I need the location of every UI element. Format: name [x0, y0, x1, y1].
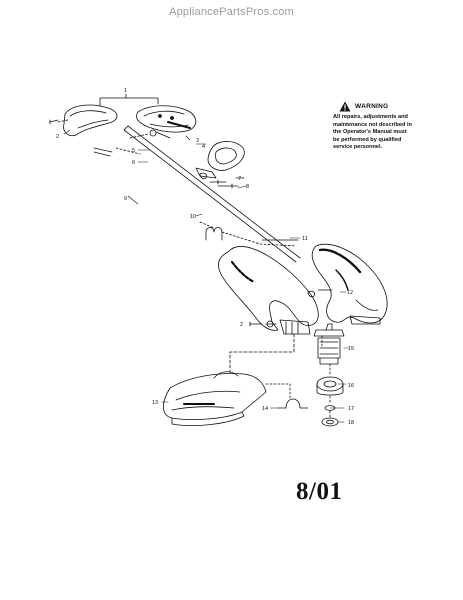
callout-3: 3 — [196, 138, 199, 144]
screw-2-upper — [49, 119, 59, 125]
callout-4: 4 — [202, 144, 205, 150]
callout-2-upper: 2 — [56, 134, 59, 140]
callout-6: 6 — [132, 160, 135, 166]
callout-14: 14 — [262, 406, 268, 412]
callout-16: 16 — [348, 383, 354, 389]
clip-10 — [205, 227, 223, 241]
warning-line: the Operator's Manual must — [333, 129, 407, 136]
callout-13: 13 — [152, 400, 158, 406]
clip-5 — [93, 147, 113, 157]
warning-box: WARNING All repairs, adjustments and mai… — [333, 101, 453, 152]
callout-line-1 — [99, 97, 159, 107]
warning-text: All repairs, adjustments and maintenance… — [333, 114, 453, 152]
date-code: 8/01 — [296, 478, 343, 505]
spool — [316, 376, 344, 396]
guard — [163, 371, 267, 426]
warning-line: service personnel. — [333, 144, 383, 151]
callout-5: 5 — [132, 148, 135, 154]
callout-9: 9 — [124, 196, 127, 202]
spool-cap — [321, 417, 339, 427]
warning-line: All repairs, adjustments and — [333, 114, 408, 120]
callout-1: 1 — [124, 88, 127, 94]
callout-18: 18 — [348, 420, 354, 426]
callout-7: 7 — [238, 176, 241, 182]
callout-8: 8 — [246, 184, 249, 190]
callout-2-lower: 2 — [240, 322, 243, 328]
warning-triangle-icon — [339, 101, 351, 112]
auxiliary-handle — [195, 141, 245, 179]
main-shaft — [123, 125, 301, 263]
warning-title: WARNING — [355, 103, 389, 110]
callout-15: 15 — [348, 346, 354, 352]
callout-17: 17 — [348, 406, 354, 412]
warning-line: be performed by qualified — [333, 136, 402, 143]
bracket-14 — [277, 398, 309, 409]
callout-11: 11 — [302, 236, 308, 242]
callout-10: 10 — [190, 214, 196, 220]
callout-12: 12 — [347, 290, 353, 296]
motor-housing-right — [311, 243, 388, 325]
watermark: AppliancePartsPros.com — [169, 6, 294, 18]
warning-line: maintenance not described in — [333, 121, 412, 128]
motor-housing-left — [218, 246, 319, 335]
handle-halves — [63, 104, 197, 137]
motor-assembly — [313, 323, 345, 365]
